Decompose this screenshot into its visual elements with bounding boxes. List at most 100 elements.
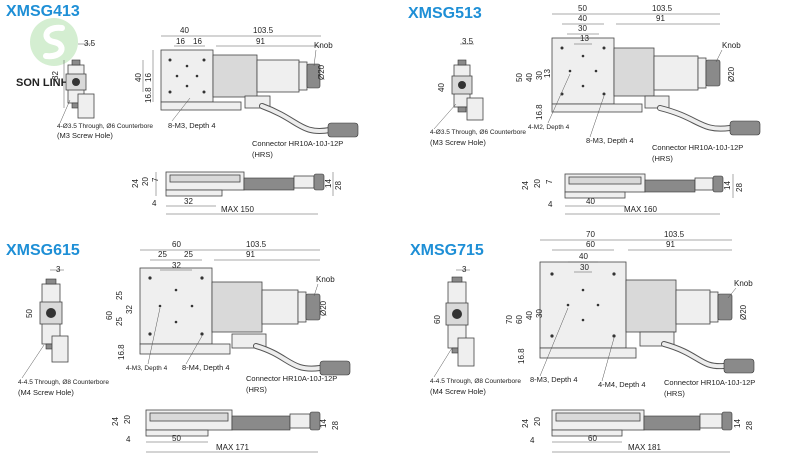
tap-note-m2: 4-M2, Depth 4: [528, 124, 570, 131]
model-title-xmsg413: XMSG413: [6, 3, 80, 20]
side-view: [63, 43, 95, 119]
dim-16-8: 16.8: [535, 104, 544, 120]
knob-label: Knob: [722, 41, 741, 50]
dim-60: 60: [172, 240, 181, 249]
hole-note: 4-Ø3.5 Through, Ø6 Counterbore: [57, 123, 153, 130]
dim-side-40b: 40: [525, 73, 534, 82]
top-view: [142, 35, 359, 138]
dim-side-60: 60: [433, 315, 442, 324]
dim-28: 28: [334, 181, 343, 190]
dim-side-32: 32: [125, 305, 134, 314]
dim-91: 91: [256, 37, 265, 46]
knob-label: Knob: [314, 41, 333, 50]
dim-20: 20: [533, 179, 542, 188]
dim-103-5: 103.5: [253, 26, 274, 35]
dim-30: 30: [580, 263, 589, 272]
dim-32: 32: [51, 71, 60, 80]
dim-24: 24: [131, 179, 140, 188]
dim-28: 28: [735, 183, 744, 192]
side-view: [445, 269, 475, 367]
dim-4: 4: [530, 436, 535, 445]
dim-60: 60: [586, 240, 595, 249]
drawing-xmsg413: 3.5 32: [51, 26, 359, 215]
drawing-xmsg513: 3.5 40: [430, 4, 761, 215]
dim-side-60b: 60: [515, 315, 524, 324]
hole-screw-note: (M4 Screw Hole): [430, 387, 486, 396]
travel-label: MAX 181: [628, 443, 661, 452]
travel-label: MAX 160: [624, 205, 657, 214]
dim-30: 30: [578, 24, 587, 33]
dim-side-25b: 25: [115, 317, 124, 326]
model-title-xmsg615: XMSG615: [6, 242, 80, 259]
travel-label: MAX 171: [216, 443, 249, 452]
hole-screw-note: (M4 Screw Hole): [18, 388, 74, 397]
dim-side-40: 40: [525, 311, 534, 320]
logo-text: SON LINH: [16, 77, 69, 89]
brand-watermark: SON LINH: [14, 10, 104, 90]
dim-16b: 16: [193, 37, 202, 46]
dim-14: 14: [723, 181, 732, 190]
dim-20: 20: [123, 415, 132, 424]
model-title-xmsg513: XMSG513: [408, 5, 482, 22]
connector-label: Connector HR10A-10J-12P: [664, 378, 755, 387]
dim-103-5: 103.5: [652, 4, 673, 13]
dim-3-5: 3.5: [84, 39, 96, 48]
model-title-xmsg715: XMSG715: [410, 242, 484, 259]
son-linh-logo: SON LINH: [16, 18, 78, 89]
dim-side-30: 30: [535, 71, 544, 80]
hole-note: 4-Ø3.5 Through, Ø6 Counterbore: [430, 129, 526, 136]
connector-label: Connector HR10A-10J-12P: [246, 374, 337, 383]
dim-side-60: 60: [105, 311, 114, 320]
shaft-diameter: Ø20: [739, 304, 748, 320]
connector-maker: (HRS): [652, 154, 673, 163]
dim-40: 40: [579, 252, 588, 261]
dim-20: 20: [533, 417, 542, 426]
shaft-diameter: Ø20: [319, 300, 328, 316]
front-view: [551, 409, 733, 453]
connector-maker: (HRS): [664, 389, 685, 398]
hole-screw-note: (M3 Screw Hole): [57, 131, 113, 140]
dim-91: 91: [246, 250, 255, 259]
top-view: [139, 249, 351, 376]
dim-50: 50: [578, 4, 587, 13]
dim-7: 7: [545, 179, 554, 184]
tap-note-m4: 4-M4, Depth 4: [598, 380, 646, 389]
tap-note-m3: 8-M3, Depth 4: [586, 136, 634, 145]
connector-label: Connector HR10A-10J-12P: [252, 139, 343, 148]
dim-7: 7: [151, 177, 160, 182]
dim-16-8: 16.8: [117, 344, 126, 360]
dim-3: 3: [462, 265, 467, 274]
shaft-diameter: Ø20: [727, 66, 736, 82]
dim-4: 4: [152, 199, 157, 208]
dim-32: 32: [172, 261, 181, 270]
dim-14: 14: [733, 419, 742, 428]
dim-28: 28: [745, 421, 754, 430]
knob-label: Knob: [316, 275, 335, 284]
knob-label: Knob: [734, 279, 753, 288]
shaft-diameter: Ø20: [317, 64, 326, 80]
front-view: [145, 409, 321, 453]
side-view: [451, 43, 484, 121]
dim-16a: 16: [176, 37, 185, 46]
dim-4: 4: [126, 435, 131, 444]
dim-103-5: 103.5: [246, 240, 267, 249]
dim-side-40: 40: [134, 73, 143, 82]
hole-note: 4-4.5 Through, Ø8 Counterbore: [430, 378, 521, 385]
dim-25a: 25: [158, 250, 167, 259]
tap-note-m3: 8-M3, Depth 4: [530, 375, 578, 384]
front-view: [155, 171, 334, 215]
travel-label: MAX 150: [221, 205, 254, 214]
side-view: [39, 269, 69, 363]
dim-13: 13: [580, 34, 589, 43]
dim-4: 4: [548, 200, 553, 209]
tap-note: 8-M3, Depth 4: [168, 121, 216, 130]
connector-label: Connector HR10A-10J-12P: [652, 143, 743, 152]
connector-maker: (HRS): [252, 150, 273, 159]
dim-20: 20: [141, 177, 150, 186]
dim-16-8: 16.8: [517, 348, 526, 364]
dim-28: 28: [331, 421, 340, 430]
dim-side-30: 30: [535, 309, 544, 318]
dim-side-40: 40: [437, 83, 446, 92]
